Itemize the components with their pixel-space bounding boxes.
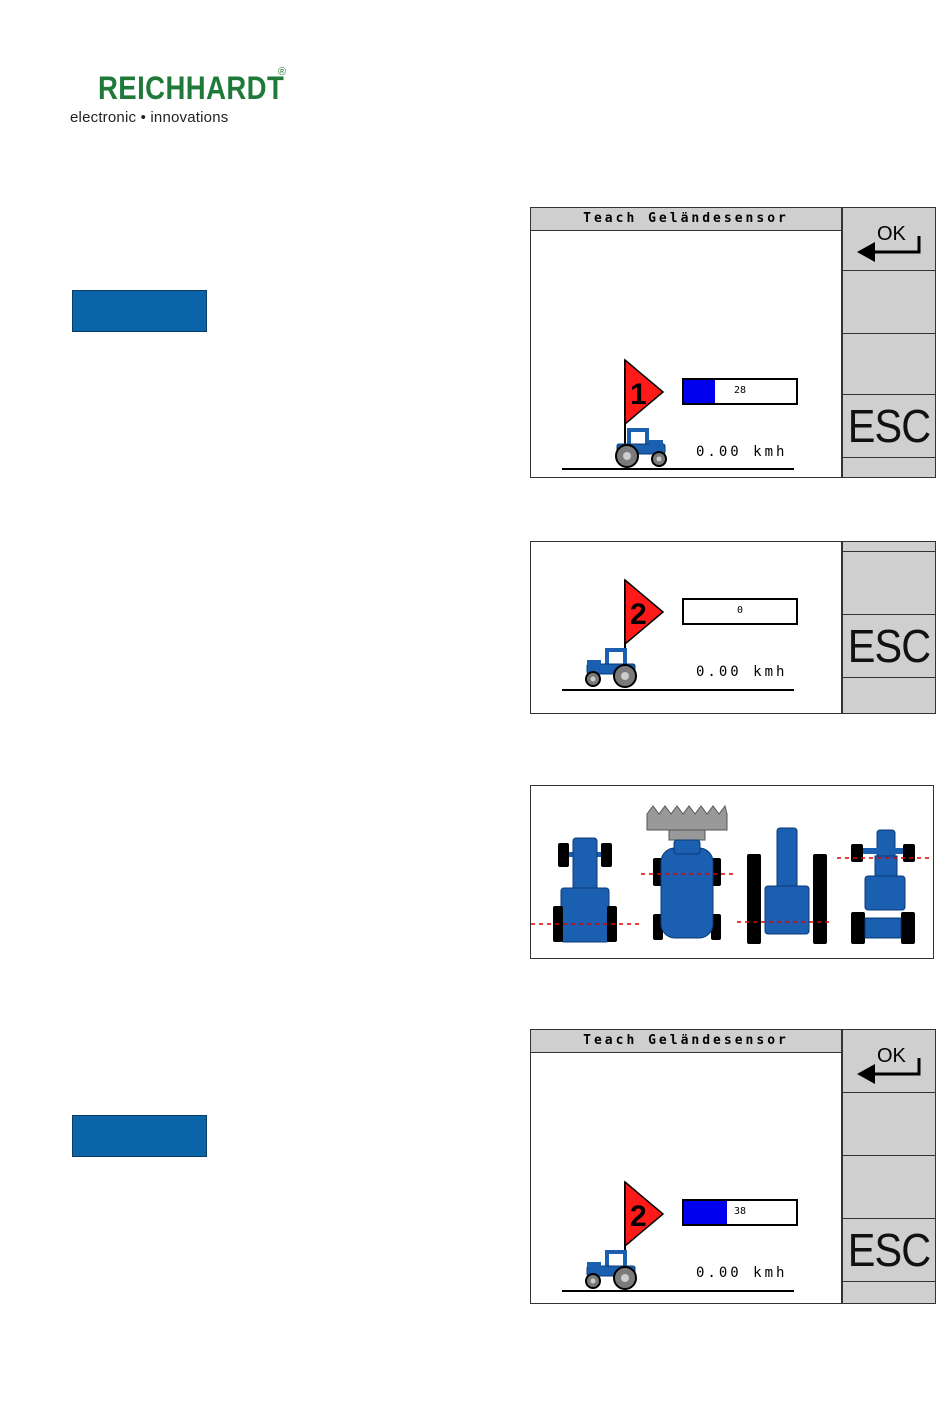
softkey-blank-2[interactable]: [843, 1156, 935, 1219]
screen-title: Teach Geländesensor: [531, 208, 841, 231]
softkey-blank-1[interactable]: [843, 271, 935, 334]
flag-number: 2: [630, 598, 647, 631]
speed-readout: 0.00 kmh: [696, 664, 787, 680]
esc-label: ESC: [848, 615, 931, 677]
bar-value: 0: [684, 600, 796, 623]
esc-label: ESC: [848, 395, 931, 457]
key-box-2: [72, 1115, 207, 1157]
esc-button[interactable]: ESC: [843, 615, 935, 678]
flag-number: 1: [630, 378, 647, 411]
ground-line: [562, 468, 794, 470]
softkey-blank-top[interactable]: [843, 542, 935, 552]
harvester-icon: [641, 806, 735, 940]
terminal-screen-teach-flag2: Teach Geländesensor 2 38 0.00 kmh OK: [530, 1029, 936, 1304]
terminal-screen-teach-flag1: Teach Geländesensor 1 28 0.00 kmh OK: [530, 207, 936, 478]
softkey-panel: OK ESC: [841, 1030, 935, 1303]
sensor-value-bar: 28: [682, 378, 798, 405]
brand-tagline: electronic • innovations: [70, 109, 228, 126]
key-box-1: [72, 290, 207, 332]
ground-line: [562, 1290, 794, 1292]
sensor-value-bar: 0: [682, 598, 798, 625]
enter-arrow-icon: OK: [853, 1040, 929, 1084]
spreader-icon: [837, 830, 933, 944]
terminal-screen-flag2: 2 0 0.00 kmh ESC: [530, 541, 936, 714]
sensor-value-bar: 38: [682, 1199, 798, 1226]
machine-illustrations: [531, 786, 933, 958]
tractor-icon: [609, 426, 669, 468]
tractor-icon: [583, 646, 643, 688]
ok-label: OK: [877, 223, 907, 245]
softkey-panel: ESC: [841, 542, 935, 713]
bar-value: 28: [684, 380, 796, 403]
ok-button[interactable]: OK: [843, 1030, 935, 1093]
esc-button[interactable]: ESC: [843, 395, 935, 458]
speed-readout: 0.00 kmh: [696, 444, 787, 460]
softkey-blank-1[interactable]: [843, 1093, 935, 1156]
softkey-blank-2[interactable]: [843, 334, 935, 395]
machine-types-panel: [530, 785, 934, 959]
softkey-panel: OK ESC: [841, 208, 935, 477]
esc-label: ESC: [848, 1219, 931, 1281]
ground-line: [562, 689, 794, 691]
bar-value: 38: [684, 1201, 796, 1224]
speed-readout: 0.00 kmh: [696, 1265, 787, 1281]
flag-number: 2: [630, 1200, 647, 1233]
ok-button[interactable]: OK: [843, 208, 935, 271]
softkey-blank-1[interactable]: [843, 552, 935, 615]
registered-mark: ®: [278, 66, 286, 78]
tractor-top-icon: [531, 838, 639, 942]
esc-button[interactable]: ESC: [843, 1219, 935, 1282]
brand-logo-name: REICHHARDT: [98, 70, 284, 107]
sprayer-icon: [737, 828, 831, 944]
enter-arrow-icon: OK: [853, 218, 929, 262]
tractor-icon: [583, 1248, 643, 1290]
screen-title: Teach Geländesensor: [531, 1030, 841, 1053]
ok-label: OK: [877, 1045, 907, 1067]
